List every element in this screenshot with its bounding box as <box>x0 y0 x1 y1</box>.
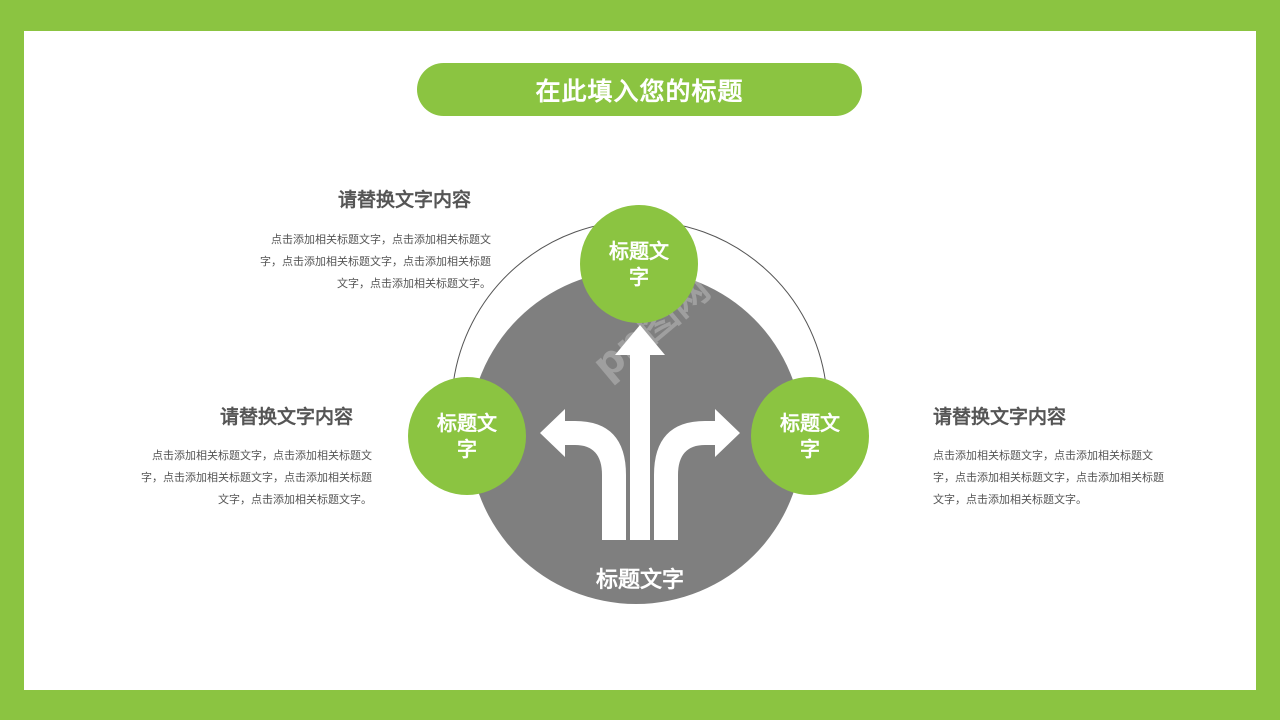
left-block-body: 点击添加相关标题文字，点击添加相关标题文字，点击添加相关标题文字，点击添加相关标… <box>141 449 372 506</box>
node-top-label: 标题文字 <box>609 239 669 289</box>
node-left-label: 标题文字 <box>437 411 497 461</box>
node-left: 标题文字 <box>408 377 526 495</box>
node-right-label: 标题文字 <box>780 411 840 461</box>
right-block-heading: 请替换文字内容 <box>933 406 1067 428</box>
top-block-body: 点击添加相关标题文字，点击添加相关标题文字，点击添加相关标题文字，点击添加相关标… <box>260 233 491 290</box>
top-block-heading: 请替换文字内容 <box>338 189 472 211</box>
right-block-body: 点击添加相关标题文字，点击添加相关标题文字，点击添加相关标题文字，点击添加相关标… <box>933 449 1164 506</box>
left-block-heading: 请替换文字内容 <box>220 406 354 428</box>
node-right: 标题文字 <box>751 377 869 495</box>
node-top: 标题文字 <box>580 205 698 323</box>
title-banner: 在此填入您的标题 <box>417 63 862 116</box>
center-label: 标题文字 <box>595 568 684 593</box>
page-title: 在此填入您的标题 <box>535 76 744 106</box>
three-way-arrows-icon <box>540 325 740 540</box>
